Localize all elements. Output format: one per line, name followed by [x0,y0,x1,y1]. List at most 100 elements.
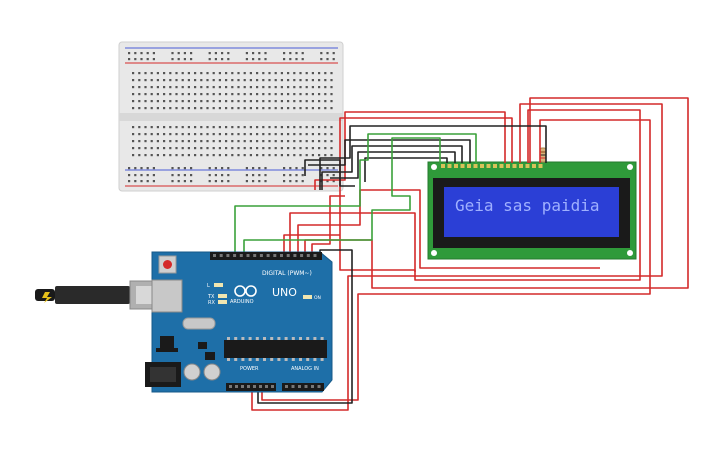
breadboard-hole [206,72,209,75]
breadboard-hole [218,140,221,143]
breadboard-hole [249,154,252,157]
wire-red[interactable] [261,119,651,401]
breadboard-hole [132,93,135,96]
breadboard-hole [287,93,290,96]
breadboard-hole [256,72,259,75]
chip-leg [270,358,274,361]
breadboard-hole [287,72,290,75]
breadboard-hole [225,72,228,75]
chip-leg [263,337,266,340]
breadboard-hole [183,58,186,61]
breadboard-hole [280,126,283,129]
breadboard-hole [249,107,252,110]
chip-leg [306,358,310,361]
breadboard-hole [252,174,255,177]
lcd-module[interactable]: Geia sas paidia [427,161,637,260]
wire-black[interactable] [304,159,355,187]
breadboard-hole [221,180,224,183]
breadboard-hole [150,86,153,89]
breadboard[interactable] [118,41,344,192]
breadboard-hole [245,167,248,170]
breadboard-hole [249,79,252,82]
breadboard-hole [194,86,197,89]
breadboard-hole [190,58,193,61]
breadboard-hole [144,86,147,89]
breadboard-hole [187,93,190,96]
breadboard-hole [208,58,211,61]
breadboard-hole [218,79,221,82]
breadboard-hole [214,180,217,183]
breadboard-hole [181,93,184,96]
breadboard-hole [330,93,333,96]
wire-green[interactable] [243,137,441,252]
breadboard-hole [227,174,230,177]
breadboard-hole [274,147,277,150]
breadboard-hole [280,86,283,89]
breadboard-hole [169,154,172,157]
breadboard-hole [132,154,135,157]
wire-red[interactable] [289,212,416,272]
breadboard-hole [175,100,178,103]
breadboard-hole [206,154,209,157]
breadboard-hole [237,154,240,157]
breadboard-hole [231,126,234,129]
wire-red[interactable] [311,195,345,252]
breadboard-hole [212,140,215,143]
arduino-uno-board[interactable]: DIGITAL (PWM~) L TX RX ARDUINO UNO ON [145,251,333,393]
digital-pin [300,254,304,257]
breadboard-hole [318,107,321,110]
breadboard-hole [237,107,240,110]
wire-black[interactable] [364,157,448,182]
breadboard-hole [301,52,304,55]
breadboard-hole [262,133,265,136]
breadboard-hole [194,147,197,150]
breadboard-hole [152,52,155,55]
breadboard-hole [227,58,230,61]
usb-bolt-icon [42,292,52,303]
breadboard-hole [283,167,286,170]
breadboard-hole [280,147,283,150]
chip-leg [241,358,245,361]
chip-leg [291,358,295,361]
reset-button-cap[interactable] [163,260,172,269]
breadboard-hole [169,107,172,110]
wire-red[interactable] [339,109,641,281]
wire-green[interactable] [234,133,477,252]
breadboard-hole [249,126,252,129]
breadboard-hole [256,140,259,143]
led-rx-label: RX [208,300,215,306]
breadboard-hole [138,107,141,110]
breadboard-hole [221,167,224,170]
wire-red[interactable] [283,234,340,252]
wire-red[interactable] [251,103,663,411]
breadboard-hole [332,58,335,61]
wire-black[interactable] [330,151,456,179]
usb-cable[interactable] [35,280,164,310]
breadboard-hole [280,107,283,110]
breadboard-hole [318,86,321,89]
breadboard-hole [268,100,271,103]
breadboard-hole [187,140,190,143]
breadboard-hole [330,133,333,136]
breadboard-hole [249,140,252,143]
breadboard-hole [299,133,302,136]
breadboard-hole [208,167,211,170]
breadboard-hole [305,72,308,75]
wire-black[interactable] [257,249,353,404]
wire-black[interactable] [321,145,463,190]
wire-black[interactable] [319,125,547,190]
breadboard-hole [262,93,265,96]
breadboard-hole [280,72,283,75]
wire-black[interactable] [308,139,471,166]
breadboard-hole [274,154,277,157]
breadboard-hole [293,147,296,150]
digital-pins [213,254,317,257]
breadboard-hole [330,147,333,150]
resistor[interactable] [539,147,547,163]
breadboard-hole [183,167,186,170]
chip-leg [284,337,288,340]
breadboard-hole [311,133,314,136]
breadboard-hole [150,72,153,75]
bottom-pins [229,385,321,388]
